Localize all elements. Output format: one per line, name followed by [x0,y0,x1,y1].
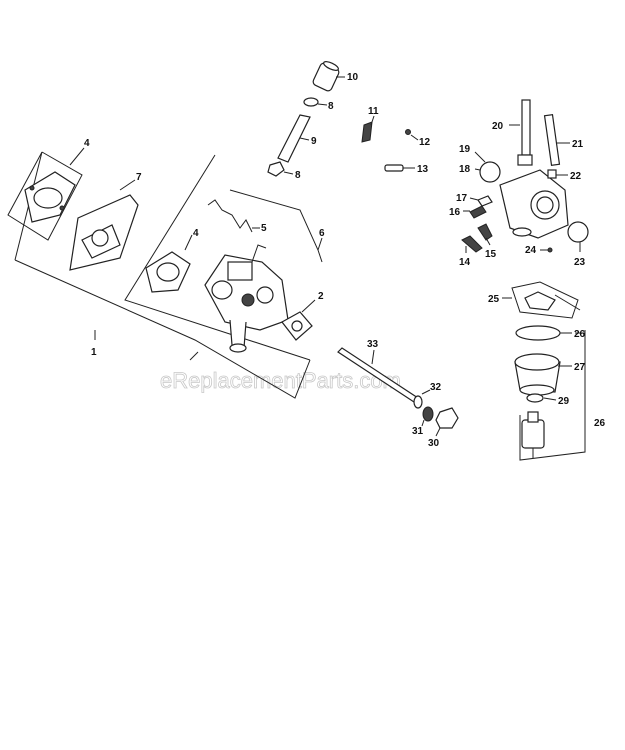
part-seal-17 [477,195,493,207]
part-diaphragm-18 [479,161,501,183]
callout-7: 7 [136,172,142,183]
kit-bracket-26-28 [519,330,586,461]
part-washer-32 [413,395,423,409]
part-gasket-26 [515,325,561,341]
callout-14: 14 [459,257,471,268]
callout-26b: 26 [594,418,606,429]
part-nozzle-21 [543,114,561,166]
callout-2: 2 [318,291,324,302]
callout-10: 10 [347,72,359,83]
callout-18: 18 [459,164,471,175]
callout-32: 32 [430,382,442,393]
callout-27: 27 [574,362,586,373]
part-pin-12 [405,129,411,135]
part-solenoid-10 [312,61,340,92]
callout-8b: 8 [295,170,301,181]
part-washer-31 [422,406,434,422]
part-washer-29 [526,393,544,403]
callout-21: 21 [572,139,584,150]
callout-labels: 4 7 4 5 6 2 1 10 8 9 8 11 12 13 20 21 22… [84,72,606,449]
callout-25: 25 [488,294,500,305]
part-plate-7 [69,194,139,271]
callout-24: 24 [525,245,537,256]
callout-12: 12 [419,137,431,148]
callout-11: 11 [368,106,379,117]
part-gasket-4a [24,171,76,223]
callout-31: 31 [412,426,424,437]
part-plug-24 [547,247,553,253]
part-screw-11 [361,121,373,143]
callout-6: 6 [319,228,325,239]
callout-9: 9 [311,136,317,147]
callout-19: 19 [459,144,471,155]
callout-15: 15 [485,249,497,260]
leader-lines [69,76,581,437]
callout-33: 33 [367,339,379,350]
part-gasket-4b [145,251,191,293]
callout-4a: 4 [84,138,90,149]
callout-8a: 8 [328,101,334,112]
part-jet-22 [547,169,557,179]
part-screw-16 [469,205,487,219]
part-carburetor [204,244,289,353]
callout-4b: 4 [193,228,199,239]
part-screw-14 [461,235,483,253]
part-pin-13 [384,164,404,172]
callout-26a: 26 [574,329,586,340]
part-link-5 [207,199,253,233]
callout-30: 30 [428,438,440,449]
callout-1: 1 [91,347,97,358]
part-bowl-27 [514,353,561,396]
part-nut-30 [435,407,459,429]
callout-17: 17 [456,193,468,204]
callout-23: 23 [574,257,586,268]
callout-29: 29 [558,396,570,407]
part-rod-6 [229,189,323,263]
part-tube-20 [517,99,533,166]
callout-22: 22 [570,171,582,182]
part-gasket-2 [281,311,313,341]
part-o-ring-8a [303,97,319,107]
callout-20: 20 [492,121,504,132]
part-tube-9 [277,114,311,163]
callout-13: 13 [417,164,429,175]
part-carb-body-right [499,169,569,239]
callout-16: 16 [449,207,461,218]
callout-5: 5 [261,223,267,234]
part-seal-23 [567,221,589,243]
part-nut-8b [267,161,285,177]
part-solenoid-28 [521,411,545,458]
part-screw-15 [477,223,493,241]
part-float-25 [511,281,581,319]
